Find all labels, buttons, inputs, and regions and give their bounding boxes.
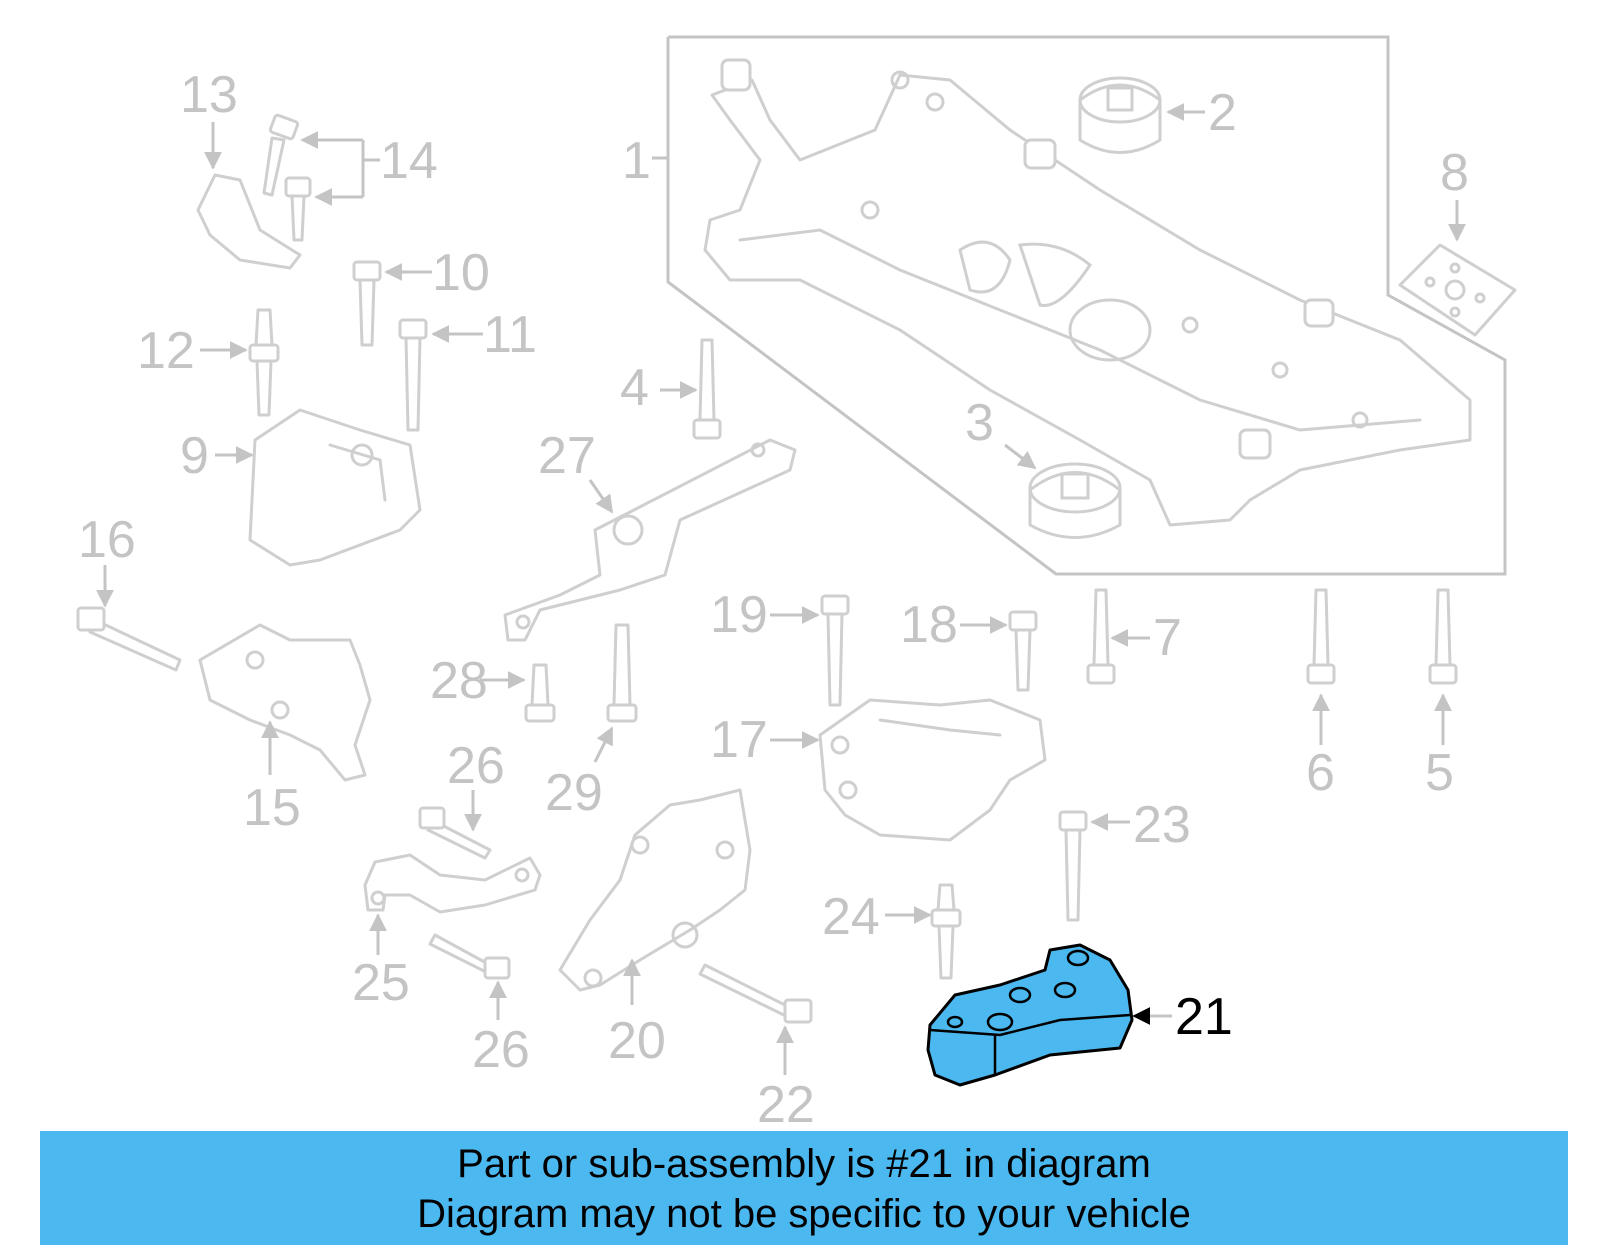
leader-lines (96, 103, 1466, 1075)
callout-28: 28 (430, 652, 488, 710)
part-13-bracket (196, 173, 302, 270)
part-25-bracket (363, 853, 542, 914)
bolt-group (76, 113, 1458, 1024)
callout-22: 22 (757, 1076, 815, 1134)
part-2-bushing (1078, 76, 1162, 154)
callout-15: 15 (243, 779, 301, 837)
callout-13: 13 (180, 66, 238, 124)
callout-11: 11 (483, 306, 537, 364)
callout-14: 14 (380, 132, 438, 190)
callout-10: 10 (432, 244, 490, 302)
callout-21: 21 (1175, 988, 1233, 1046)
callout-4: 4 (620, 359, 649, 417)
callout-26-top: 26 (447, 737, 505, 795)
callout-29: 29 (545, 764, 603, 822)
callout-27: 27 (538, 427, 596, 485)
part-15-mount (198, 623, 372, 782)
callout-19: 19 (710, 586, 768, 644)
part-21-highlighted-mount[interactable] (926, 943, 1134, 1087)
callout-3: 3 (965, 394, 994, 452)
callout-16: 16 (78, 511, 136, 569)
callout-5: 5 (1425, 744, 1454, 802)
part-8-plate (1398, 243, 1517, 337)
callout-8: 8 (1440, 144, 1469, 202)
callout-24: 24 (822, 888, 880, 946)
callout-26-bottom: 26 (472, 1021, 530, 1079)
callout-1: 1 (622, 132, 651, 190)
banner-line-1: Part or sub-assembly is #21 in diagram (457, 1142, 1151, 1186)
callout-18: 18 (900, 596, 958, 654)
info-banner: Part or sub-assembly is #21 in diagram D… (40, 1131, 1568, 1245)
callout-12: 12 (137, 322, 195, 380)
part-9-mount (248, 408, 422, 567)
callout-25: 25 (352, 954, 410, 1012)
subframe-group (666, 35, 1507, 576)
callout-17: 17 (710, 711, 768, 769)
callout-23: 23 (1133, 796, 1191, 854)
callout-20: 20 (608, 1012, 666, 1070)
callout-9: 9 (180, 427, 209, 485)
callout-7: 7 (1153, 609, 1182, 667)
callout-2: 2 (1208, 84, 1237, 142)
callout-6: 6 (1306, 744, 1335, 802)
part-17-mount (818, 698, 1047, 842)
part-27-torque-rod (503, 438, 797, 642)
callout-labels: 1 2 3 4 5 6 7 8 9 10 11 12 13 14 15 16 1… (78, 66, 1469, 1134)
part-20-bracket (558, 788, 752, 992)
part-3-bushing (1028, 462, 1122, 539)
banner-line-2: Diagram may not be specific to your vehi… (417, 1192, 1191, 1236)
